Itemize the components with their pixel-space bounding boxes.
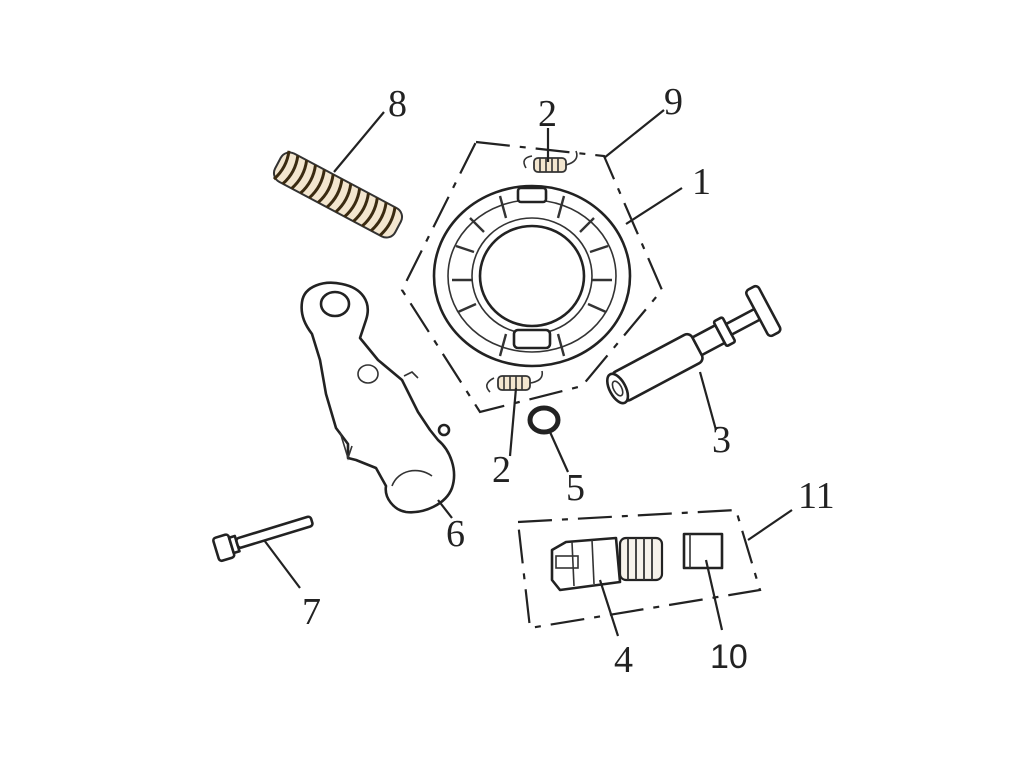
seal-ring-part [527, 405, 561, 435]
leader-lines [263, 109, 793, 637]
callout-5: 5 [566, 467, 585, 509]
brake-cam-part [605, 284, 782, 405]
cap-part [682, 532, 724, 570]
brake-switch-part [550, 536, 664, 592]
callout-1: 1 [692, 161, 711, 203]
return-spring-top-part [523, 150, 578, 173]
return-spring-bottom-part [486, 370, 544, 393]
callout-3: 3 [712, 419, 731, 461]
callout-6: 6 [446, 513, 465, 555]
callout-11: 11 [798, 475, 835, 517]
callout-2-bottom: 2 [492, 449, 511, 491]
brake-shoe-set-outline [400, 140, 664, 414]
brake-shoe-part [432, 184, 632, 368]
callout-2-top: 2 [538, 93, 557, 135]
sensor-kit-outline [516, 508, 762, 630]
callout-9: 9 [664, 81, 683, 123]
callout-7: 7 [302, 591, 321, 633]
brake-arm-part [300, 281, 456, 514]
callout-8: 8 [388, 83, 407, 125]
callout-4: 4 [614, 639, 633, 681]
callout-10: 10 [710, 638, 748, 676]
coil-spring-part [272, 150, 404, 239]
callout-labels: 8 2 9 1 3 2 5 6 7 11 4 10 [302, 81, 835, 681]
bolt-part [212, 515, 314, 563]
